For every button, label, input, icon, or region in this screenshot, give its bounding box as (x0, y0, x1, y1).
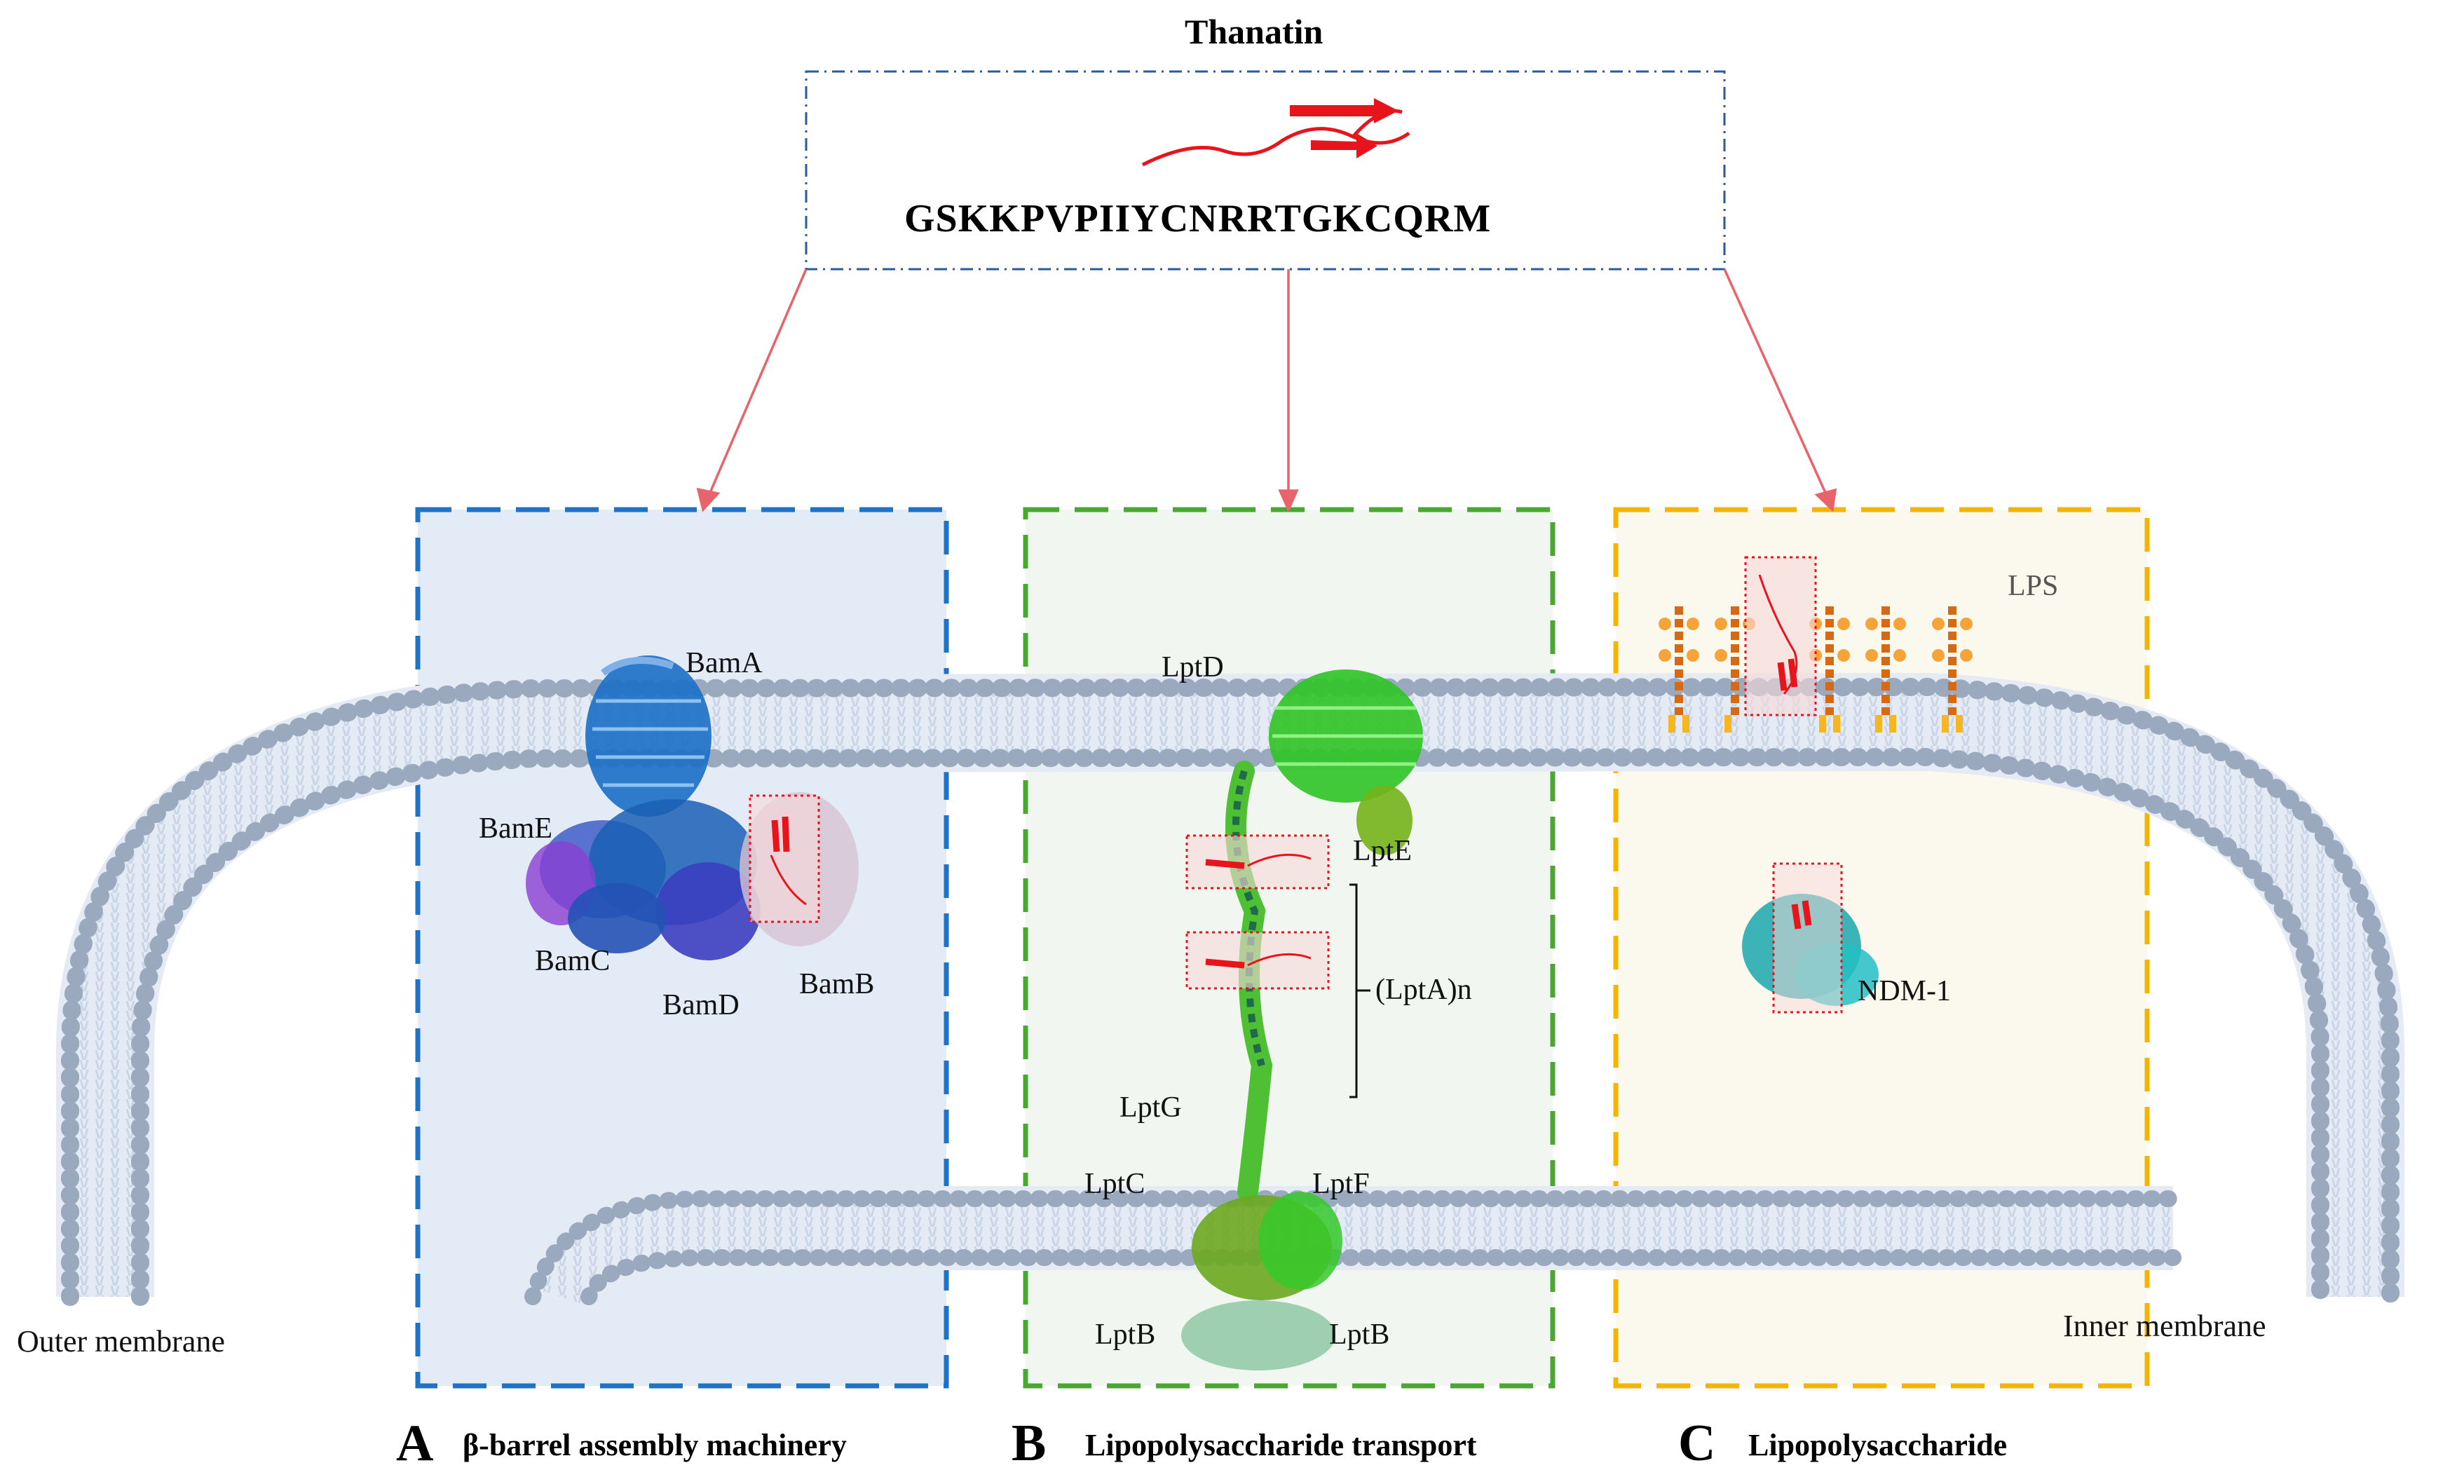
lpta-bracket (1349, 883, 1370, 1098)
label-lptd: LptD (1162, 651, 1224, 683)
lpt-bridge (1181, 669, 1423, 1370)
bama-barrel (585, 655, 712, 817)
lps-molecules (1659, 556, 1973, 733)
label-lptc: LptC (1084, 1168, 1145, 1200)
thanatin-title: Thanatin (1185, 12, 1323, 51)
bam-complex (526, 655, 859, 960)
panel-b-caption: Lipopolysaccharide transport (1085, 1428, 1477, 1462)
label-bamc: BamC (535, 945, 611, 977)
label-bamb: BamB (799, 968, 875, 1000)
label-ndm1: NDM-1 (1858, 975, 1951, 1007)
outer-membrane (56, 672, 2404, 1306)
panel-c-caption: Lipopolysaccharide (1748, 1428, 2008, 1462)
label-lptf: LptF (1312, 1168, 1370, 1200)
lpte-domain (1356, 785, 1413, 855)
label-bame: BamE (479, 812, 552, 845)
ndm1-thanatin-highlight (1772, 862, 1843, 1014)
bam-thanatin-highlight (749, 794, 820, 923)
inner-membrane (521, 1186, 2181, 1312)
label-lptb-left: LptB (1095, 1319, 1156, 1351)
label-lptg: LptG (1119, 1091, 1182, 1124)
lps-thanatin-highlight (1744, 556, 1817, 716)
thanatin-structure (1141, 98, 1410, 167)
label-lpte: LptE (1353, 835, 1412, 867)
bamd-domain (655, 862, 761, 960)
thanatin-box (805, 70, 1726, 271)
panel-a-letter: A (396, 1415, 434, 1472)
panel-c-letter: C (1678, 1415, 1716, 1472)
label-outer-membrane: Outer membrane (17, 1324, 225, 1359)
ndm1-protein (1742, 862, 1879, 1014)
lptb-domain (1181, 1300, 1335, 1370)
label-inner-membrane: Inner membrane (2063, 1309, 2266, 1343)
panel-b-letter: B (1012, 1415, 1047, 1472)
thanatin-sequence: GSKKPVPIIYCNRRTGKCQRM (904, 197, 1492, 240)
panel-a-caption: β-barrel assembly machinery (463, 1428, 847, 1462)
label-bama: BamA (686, 647, 763, 679)
label-bamd: BamD (662, 989, 740, 1021)
arrows (696, 268, 1837, 513)
label-lps: LPS (2008, 570, 2059, 602)
label-lpta: (LptA)n (1375, 974, 1472, 1006)
label-lptb-right: LptB (1329, 1319, 1390, 1351)
